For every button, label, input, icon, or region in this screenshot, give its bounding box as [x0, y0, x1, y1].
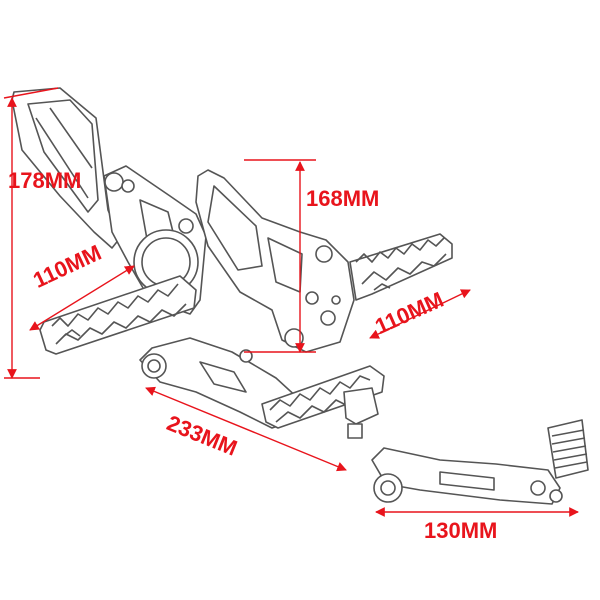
- shift-peg: [547, 419, 589, 479]
- dimension-lines: [3, 87, 579, 517]
- dim-line-110-right: [369, 289, 471, 339]
- shift-lever: [371, 447, 563, 505]
- main-bracket-plate: [195, 169, 355, 353]
- dim-line-233: [145, 386, 347, 472]
- dimension-label-height-center: 168MM: [306, 186, 380, 211]
- dimension-label-height-left: 178MM: [8, 168, 82, 193]
- shift-linkage-rod: [343, 387, 379, 439]
- dim-tick-178-top: [3, 87, 59, 99]
- dim-line-110-left: [29, 265, 135, 331]
- dimension-label-shift-lever: 130MM: [424, 518, 498, 543]
- heel-guard-plate: [11, 87, 121, 249]
- right-footpeg: [349, 233, 453, 301]
